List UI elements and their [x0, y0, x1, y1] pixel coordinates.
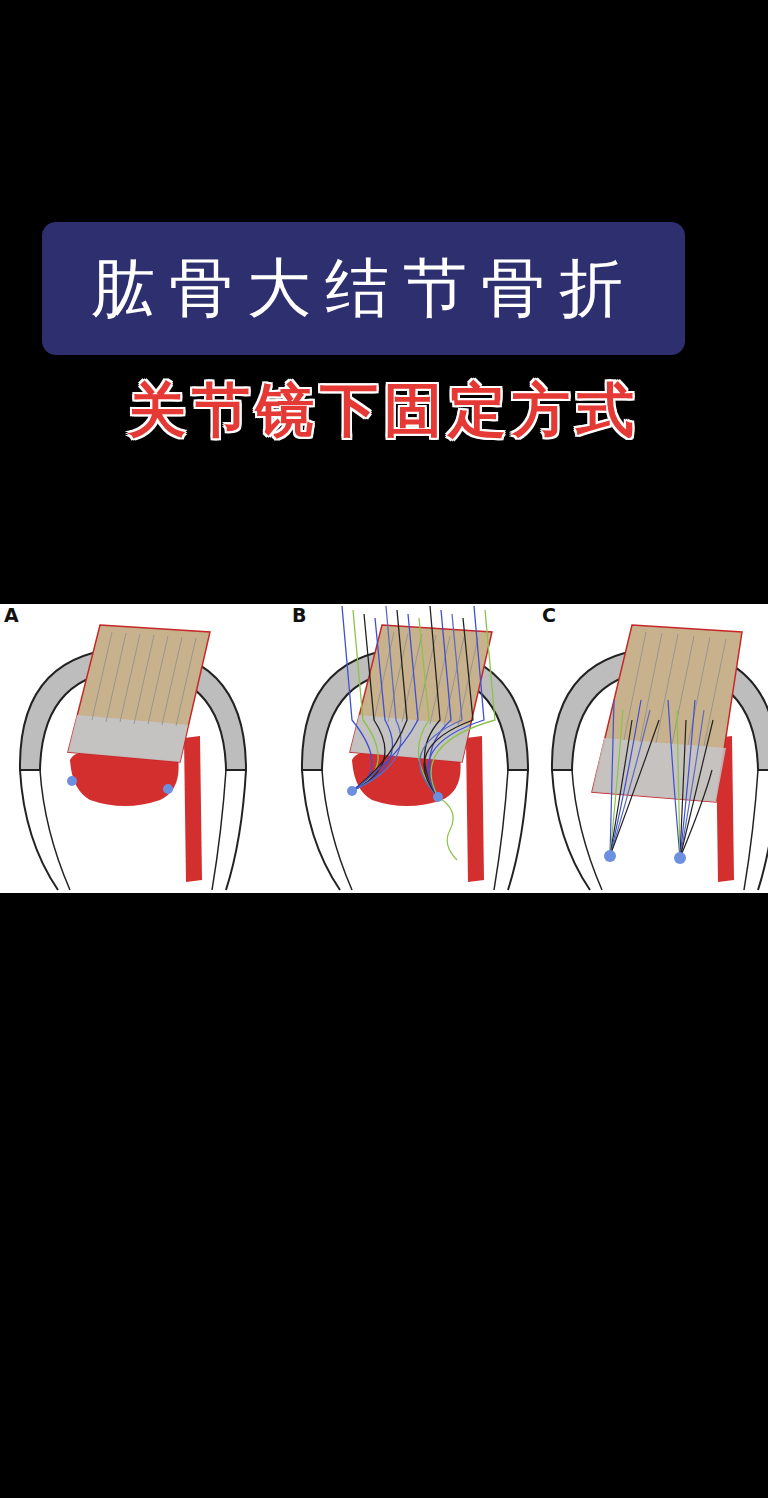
- title-banner: 肱骨大结节骨折: [42, 222, 685, 355]
- figure-panel: [0, 604, 768, 893]
- panel-letter: A: [4, 604, 19, 626]
- panel-letter: B: [292, 604, 306, 626]
- panel-letter: C: [542, 604, 556, 626]
- subtitle-text: 关节镜下固定方式: [128, 372, 640, 450]
- title-text: 肱骨大结节骨折: [91, 245, 637, 332]
